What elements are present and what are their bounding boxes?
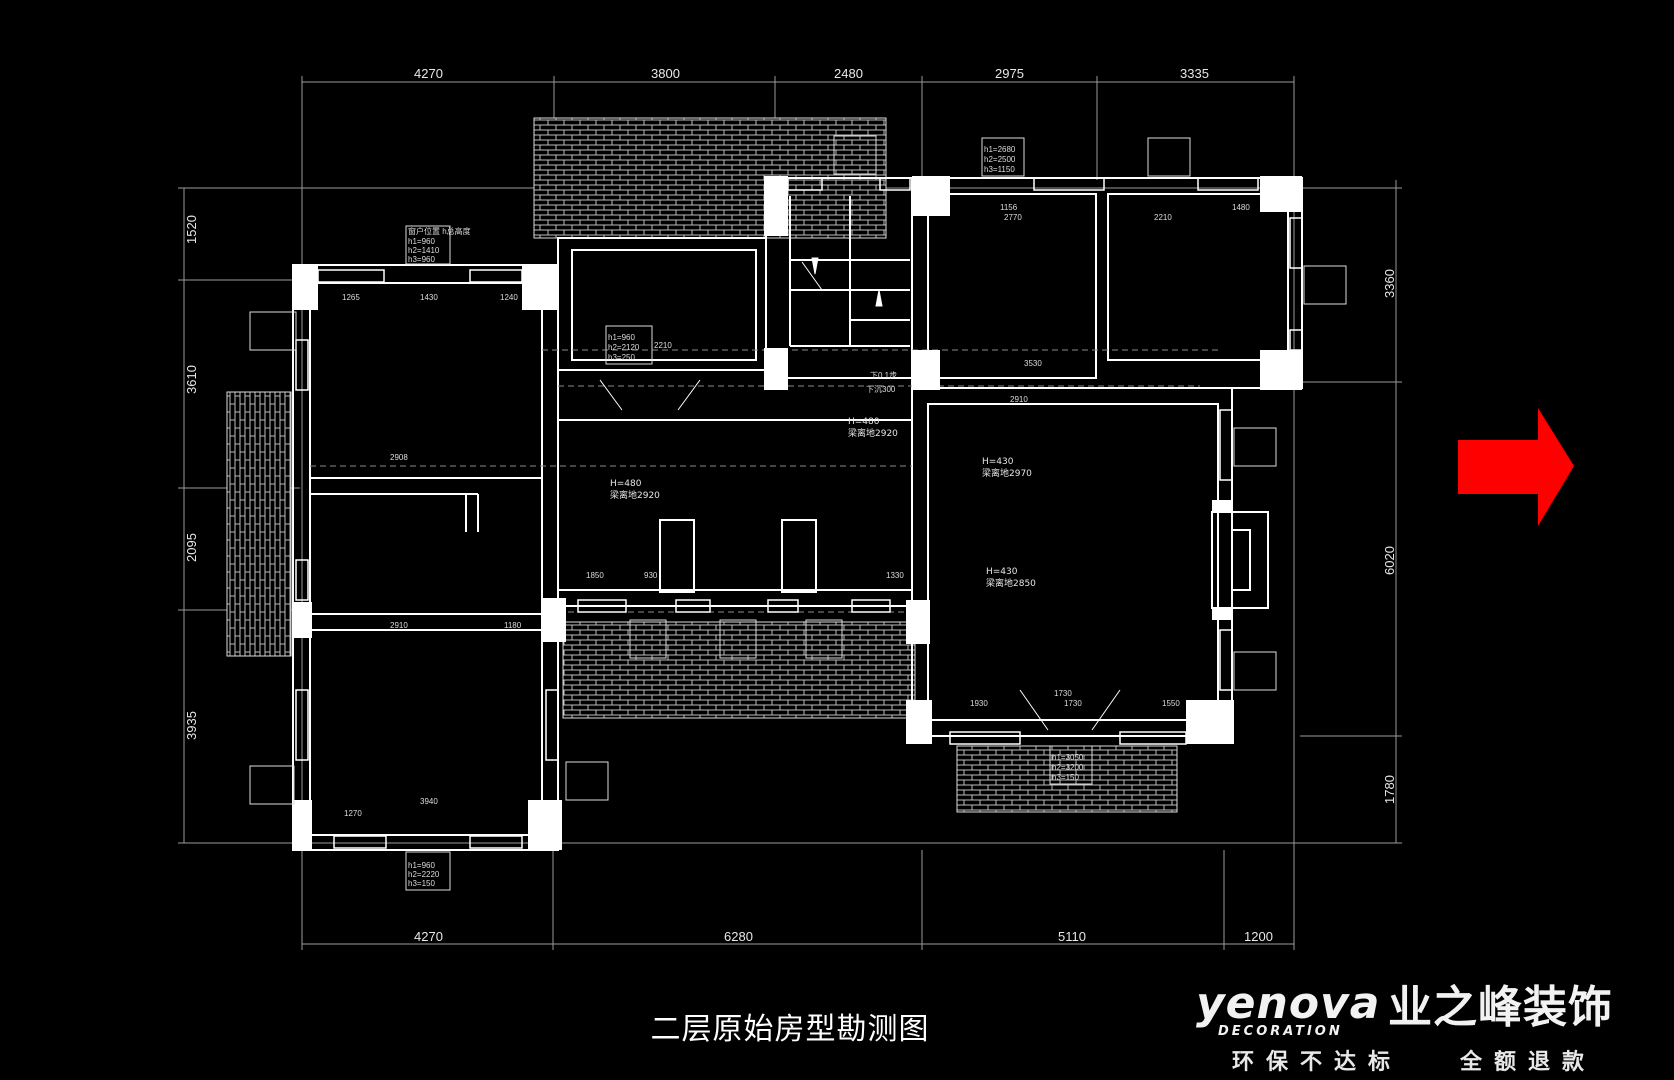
window-label: h1=3050: [1052, 753, 1084, 762]
inner-dim: 1180: [504, 621, 522, 630]
window-label: h1=2680: [984, 145, 1016, 154]
walls: [292, 177, 1303, 851]
beam2-text: 梁离地2920: [610, 489, 660, 501]
beam4-h: H=430: [986, 567, 1018, 577]
windows: [295, 177, 1303, 849]
balcony-bottom-hatch: [956, 745, 1178, 813]
inner-dim: 1270: [344, 809, 362, 818]
columns: [292, 176, 1302, 850]
beam-notes: H=480 梁离地2920 H=480 梁离地2920 H=430 梁离地297…: [610, 371, 1036, 589]
dim-right-2: 6020: [1382, 546, 1397, 575]
beam1-h: H=480: [848, 417, 880, 427]
dim-left-1: 1520: [184, 215, 199, 244]
window-label: h3=960: [408, 255, 435, 264]
next-arrow-shape: [1458, 408, 1574, 526]
logo-english-name: yenova: [1196, 978, 1381, 1029]
dim-bottom-2: 6280: [724, 929, 753, 944]
window-label: h3=150: [1052, 773, 1079, 782]
window-label: h2=1410: [408, 246, 440, 255]
dim-top-5: 3335: [1180, 66, 1209, 81]
inner-dim: 3530: [1024, 359, 1042, 368]
company-logo: yenova DECORATION 业之峰装饰 环保不达标 全额退款: [1188, 978, 1648, 1076]
inner-dim: 2908: [390, 453, 408, 462]
logo-slogan-left: 环保不达标: [1232, 1050, 1403, 1075]
right-dimensions: 3360 6020 1780: [1382, 269, 1397, 804]
next-arrow-icon[interactable]: [1458, 408, 1574, 526]
dim-bottom-1: 4270: [414, 929, 443, 944]
inner-dim: 1850: [586, 571, 604, 580]
inner-dim: 1550: [1162, 699, 1180, 708]
window-label-boxes: [249, 135, 1347, 891]
dim-left-3: 2095: [184, 533, 199, 562]
window-label: h2=2120: [608, 343, 640, 352]
window-label: h1=960: [408, 237, 435, 246]
window-label: h1=960: [408, 861, 435, 870]
window-label-title: 窗户位置 h总高度: [408, 226, 471, 236]
inner-dim: 1930: [970, 699, 988, 708]
window-label: h3=150: [408, 879, 435, 888]
dim-top-1: 4270: [414, 66, 443, 81]
logo-slogan-right: 全额退款: [1460, 1050, 1597, 1075]
inner-dim: 2910: [1010, 395, 1028, 404]
beam4-text: 梁离地2850: [986, 577, 1036, 589]
left-dimensions: 1520 3610 2095 3935: [184, 215, 199, 740]
dim-left-2: 3610: [184, 365, 199, 394]
stair-note: 下0.1步: [870, 371, 897, 380]
dim-top-3: 2480: [834, 66, 863, 81]
inner-dim: 1240: [500, 293, 518, 302]
inner-dim: 1730: [1054, 689, 1072, 698]
inner-dimensions: 1430 1240 1265 2908 2910 1180 1850 930 1…: [342, 203, 1250, 818]
balcony-left-hatch: [226, 391, 292, 657]
inner-dim: 930: [644, 571, 658, 580]
top-dimensions: 4270 3800 2480 2975 3335: [414, 66, 1209, 81]
window-label: h3=250: [608, 353, 635, 362]
dim-left-4: 3935: [184, 711, 199, 740]
inner-dim: 1156: [1000, 203, 1018, 212]
inner-dim: 2910: [390, 621, 408, 630]
window-label: h2=2500: [984, 155, 1016, 164]
dim-top-2: 3800: [651, 66, 680, 81]
inner-dim: 1265: [342, 293, 360, 302]
beam1-text: 梁离地2920: [848, 427, 898, 439]
inner-dim: 2210: [654, 341, 672, 350]
doors: [599, 257, 1121, 731]
inner-dim: 1330: [886, 571, 904, 580]
dim-right-1: 3360: [1382, 269, 1397, 298]
window-label: h2=3200: [1052, 763, 1084, 772]
beam3-h: H=430: [982, 457, 1014, 467]
window-label: h1=960: [608, 333, 635, 342]
inner-dim: 2770: [1004, 213, 1022, 222]
dim-bottom-3: 5110: [1058, 929, 1086, 944]
stair-note-2: 下沉300: [866, 385, 896, 394]
window-label: h2=2220: [408, 870, 440, 879]
dim-bottom-4: 1200: [1244, 929, 1273, 944]
bottom-dimensions: 4270 6280 5110 1200: [414, 929, 1273, 944]
beam3-text: 梁离地2970: [982, 467, 1032, 479]
dim-top-4: 2975: [995, 66, 1024, 81]
window-labels: 窗户位置 h总高度 h1=960 h2=1410 h3=960 h1=960 h…: [408, 145, 1084, 888]
inner-dim: 1730: [1064, 699, 1082, 708]
dim-right-3: 1780: [1382, 775, 1397, 804]
inner-dim: 1480: [1232, 203, 1250, 212]
balcony-mid-hatch: [562, 621, 916, 719]
inner-dim: 3940: [420, 797, 438, 806]
beam2-h: H=480: [610, 479, 642, 489]
logo-chinese-name: 业之峰装饰: [1388, 982, 1613, 1033]
inner-dim: 1430: [420, 293, 438, 302]
inner-dim: 2210: [1154, 213, 1172, 222]
page-caption: 二层原始房型勘测图: [650, 1012, 930, 1047]
logo-subtitle: DECORATION: [1218, 1024, 1343, 1039]
balcony-hatching: [226, 117, 1178, 813]
window-label: h3=1150: [984, 165, 1015, 174]
